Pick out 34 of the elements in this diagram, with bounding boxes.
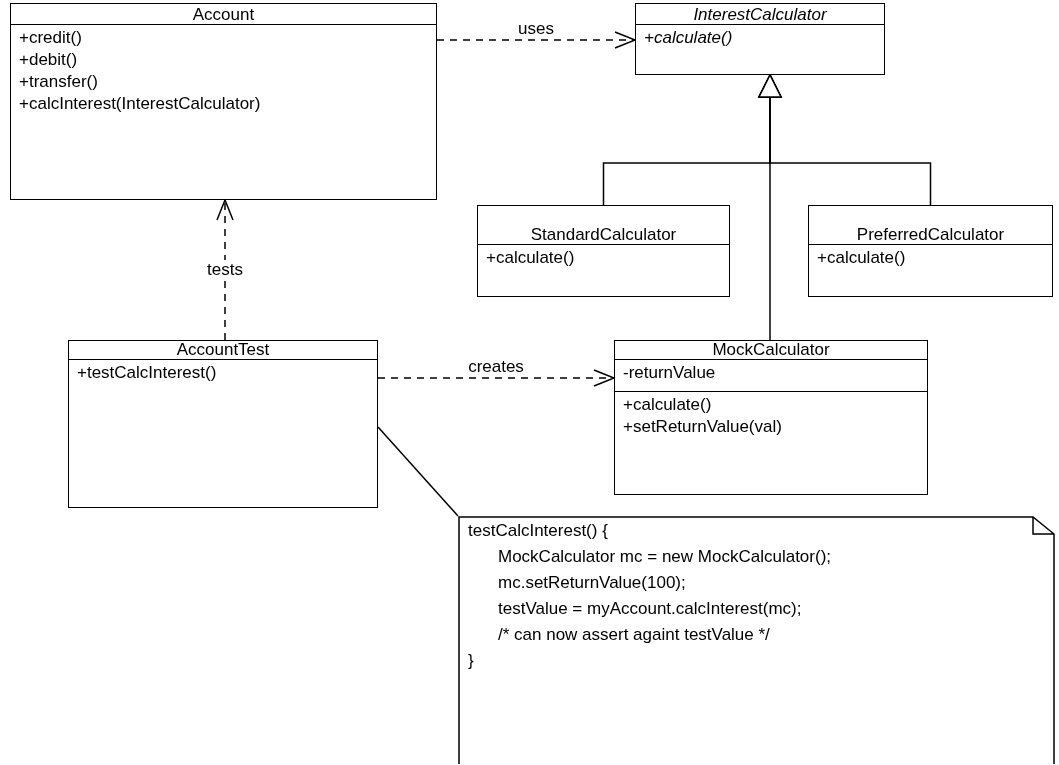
class-box [68,340,378,508]
connector-line [377,426,459,517]
code-line: MockCalculator mc = new MockCalculator(); [497,546,832,568]
class-box [10,3,437,200]
class-name: AccountTest [176,340,270,359]
dependency-arrow [216,199,234,341]
member-text: +calculate() [486,247,575,269]
inheritance-arrow [758,74,782,341]
dependency-arrow [436,31,636,49]
class-box [808,205,1053,297]
code-line: testCalcInterest() { [468,520,609,542]
member-text: +debit() [19,49,78,71]
code-line: testValue = myAccount.calcInterest(mc); [497,598,803,620]
class-name: Account [192,5,255,24]
class-name: PreferredCalculator [856,225,1005,244]
member-text: +calcInterest(InterestCalculator) [19,93,261,115]
class-name: InterestCalculator [693,5,827,24]
dependency-arrow [377,369,615,387]
class-box [477,205,730,297]
code-line: } [468,650,475,672]
member-text: +testCalcInterest() [77,362,217,384]
member-text: +transfer() [19,71,98,93]
code-line: mc.setReturnValue(100); [497,572,687,594]
class-name: MockCalculator [712,340,830,359]
class-box [635,3,885,75]
member-text: +setReturnValue(val) [623,416,782,438]
member-text: -returnValue [623,362,716,384]
member-text: +calculate() [623,394,712,416]
class-box [614,340,928,495]
class-name: StandardCalculator [530,225,677,244]
member-text: +calculate() [644,27,733,49]
member-text: +calculate() [817,247,906,269]
code-line: /* can now assert againt testValue */ [497,624,771,646]
member-text: +credit() [19,27,82,49]
